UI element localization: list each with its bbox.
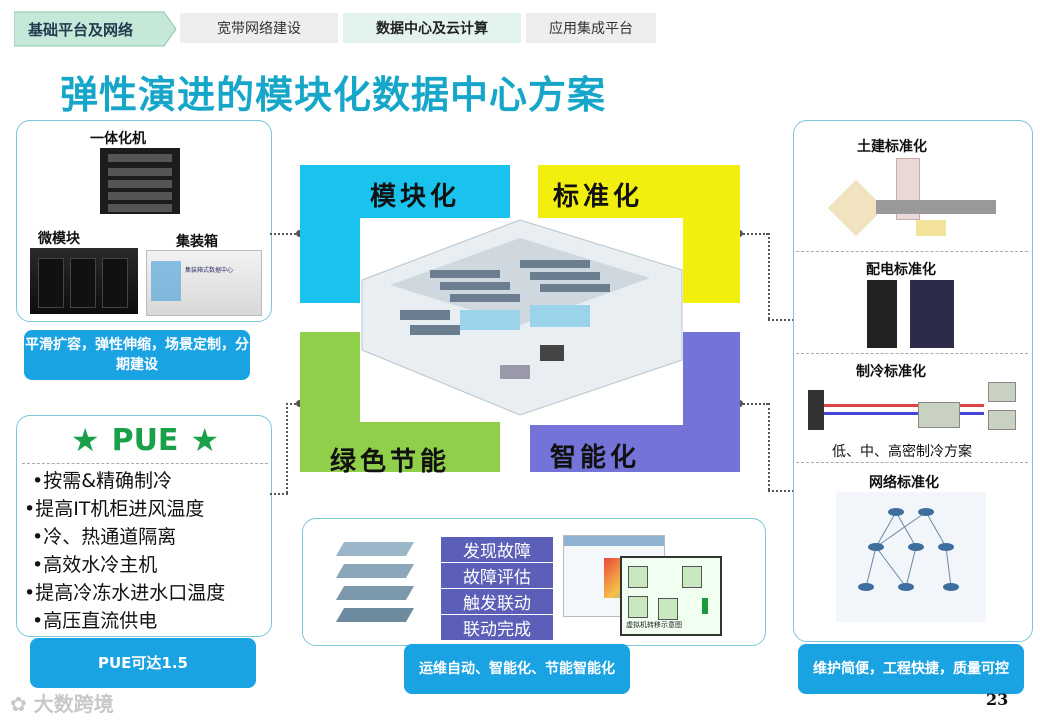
micro-module-label: 微模块 xyxy=(38,228,80,248)
vm-migration-diagram: 虚拟机转移示意图 xyxy=(620,556,722,636)
ops-step: 联动完成 xyxy=(441,615,553,640)
power-standard-label: 配电标准化 xyxy=(866,259,936,279)
standard-label: 标准化 xyxy=(553,176,643,213)
civil-standard-label: 土建标准化 xyxy=(857,136,927,156)
nav-tab-active[interactable]: 基础平台及网络 xyxy=(14,10,174,46)
network-topology-image xyxy=(836,492,986,622)
vm-caption: 虚拟机转移示意图 xyxy=(626,620,682,630)
center-blocks xyxy=(300,160,745,480)
pue-item: •提高IT机柜进风温度 xyxy=(24,495,204,523)
power-cabinet-image xyxy=(910,280,954,348)
green-label: 绿色节能 xyxy=(330,441,450,478)
integrated-machine-image xyxy=(100,148,180,214)
connector-line xyxy=(286,403,288,493)
divider xyxy=(796,251,1028,252)
form-factor-benefit: 平滑扩容，弹性伸缩，场景定制，分期建设 xyxy=(24,330,250,380)
cooling-system-image xyxy=(808,382,1018,440)
container-label: 集装箱 xyxy=(176,231,218,251)
pue-item: •提高冷冻水进水口温度 xyxy=(24,579,225,607)
tab-datacenter[interactable]: 数据中心及云计算 xyxy=(343,13,521,43)
connector-line xyxy=(768,319,794,321)
pue-heading: PUE xyxy=(112,423,179,458)
star-icon: ★ xyxy=(71,421,100,459)
page-number: 23 xyxy=(986,690,1008,709)
tab-broadband[interactable]: 宽带网络建设 xyxy=(180,13,338,43)
container-text: 集装箱式数据中心 xyxy=(185,265,233,274)
power-cabinet-image xyxy=(867,280,897,348)
pue-item: •按需&精确制冷 xyxy=(32,467,172,495)
network-standard-label: 网络标准化 xyxy=(869,472,939,492)
divider xyxy=(796,353,1028,354)
pue-item: •高压直流供电 xyxy=(32,607,157,635)
standardization-benefit: 维护简便，工程快捷，质量可控 xyxy=(798,644,1024,694)
connector-line xyxy=(768,233,770,319)
page-title: 弹性演进的模块化数据中心方案 xyxy=(60,64,606,119)
ops-caption: 运维自动、智能化、节能智能化 xyxy=(404,644,630,694)
divider xyxy=(796,462,1028,463)
micro-module-image xyxy=(30,248,138,314)
civil-floorplan-image xyxy=(836,158,996,246)
cooling-note: 低、中、高密制冷方案 xyxy=(832,441,972,461)
pue-result: PUE可达1.5 xyxy=(30,638,256,688)
layered-stack-image xyxy=(330,538,430,634)
cooling-standard-label: 制冷标准化 xyxy=(856,361,926,381)
watermark-logo-icon: ✿ xyxy=(10,692,27,716)
container-image: 集装箱式数据中心 xyxy=(146,250,262,316)
modular-label: 模块化 xyxy=(370,176,460,213)
pue-item: •冷、热通道隔离 xyxy=(32,523,176,551)
tab-app-platform[interactable]: 应用集成平台 xyxy=(526,13,656,43)
integrated-machine-label: 一体化机 xyxy=(90,128,146,148)
connector-line xyxy=(270,493,288,495)
pue-item: •高效水冷主机 xyxy=(32,551,157,579)
star-icon: ★ xyxy=(190,421,219,459)
watermark-text: 大数跨境 xyxy=(34,692,114,716)
pue-heading-row: ★ PUE ★ xyxy=(50,420,240,460)
smart-label: 智能化 xyxy=(550,437,640,474)
nav-tab-active-label: 基础平台及网络 xyxy=(28,19,133,40)
ops-step: 触发联动 xyxy=(441,589,553,614)
pue-divider xyxy=(22,463,268,464)
connector-line xyxy=(768,403,770,490)
ops-step: 发现故障 xyxy=(441,537,553,562)
ops-step: 故障评估 xyxy=(441,563,553,588)
watermark: ✿ 大数跨境 xyxy=(10,688,114,717)
connector-line xyxy=(768,490,794,492)
